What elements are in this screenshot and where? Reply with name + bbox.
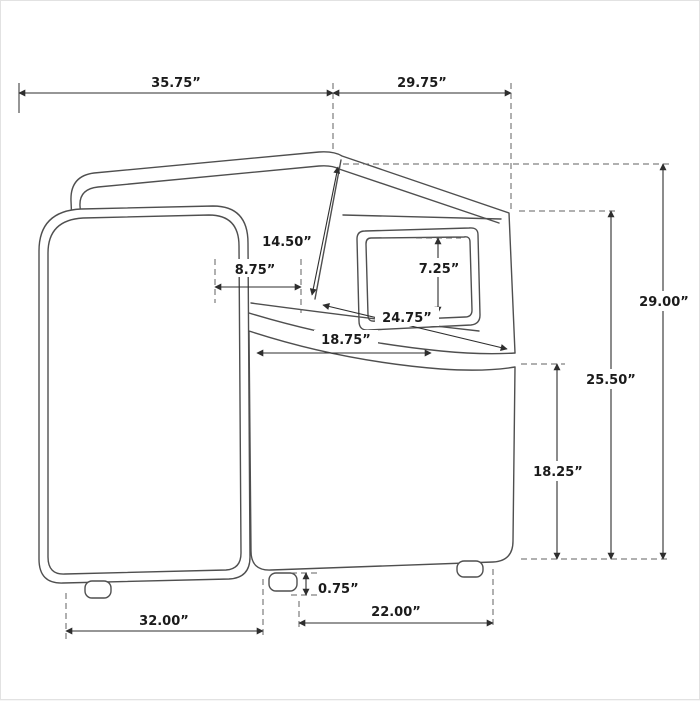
dim-line-seat-diagonal <box>322 303 508 351</box>
back-cushion-edge <box>314 159 342 300</box>
label-bg-back-slant <box>255 230 319 250</box>
seat-back-curve <box>250 302 480 332</box>
label-arm-height: 25.50” <box>586 373 636 388</box>
backrest-outline <box>70 151 516 354</box>
label-overall-height: 29.00” <box>639 295 689 310</box>
label-bg-seat-diagonal <box>375 307 439 326</box>
dim-line-back-slant <box>309 166 341 296</box>
label-bg-armrest-width <box>228 259 282 277</box>
left-arm-piping <box>47 214 242 575</box>
label-bg-arm-height <box>581 369 641 389</box>
label-seat-diagonal: 24.75” <box>382 311 432 326</box>
label-bg-seat-width <box>314 330 378 347</box>
foot-right <box>456 560 484 578</box>
dimension-labels: 35.75” 29.75” 29.00” 25.50” 18.25” 14.50… <box>139 76 694 629</box>
label-seat-side-height: 18.25” <box>533 465 583 480</box>
label-bg-overall-height <box>634 291 694 311</box>
label-bg-arm-inner-height <box>413 258 465 277</box>
label-top-depth: 35.75” <box>151 76 201 91</box>
dimension-lines <box>18 89 667 635</box>
left-arm-panel <box>38 205 251 584</box>
label-back-slant: 14.50” <box>262 235 312 250</box>
foot-left <box>84 580 112 599</box>
label-bg-seat-side-height <box>528 461 588 481</box>
label-armrest-width: 8.75” <box>235 263 276 278</box>
label-seat-width: 18.75” <box>321 333 371 348</box>
label-arm-inner-height: 7.25” <box>419 262 460 277</box>
front-base <box>248 330 516 571</box>
foot-middle <box>268 572 298 592</box>
label-base-depth: 32.00” <box>139 614 189 629</box>
label-base-width: 22.00” <box>371 605 421 620</box>
chair-illustration <box>38 151 516 599</box>
right-arm-top-line <box>342 214 502 220</box>
label-top-width: 29.75” <box>397 76 447 91</box>
label-foot-height: 0.75” <box>318 582 359 597</box>
